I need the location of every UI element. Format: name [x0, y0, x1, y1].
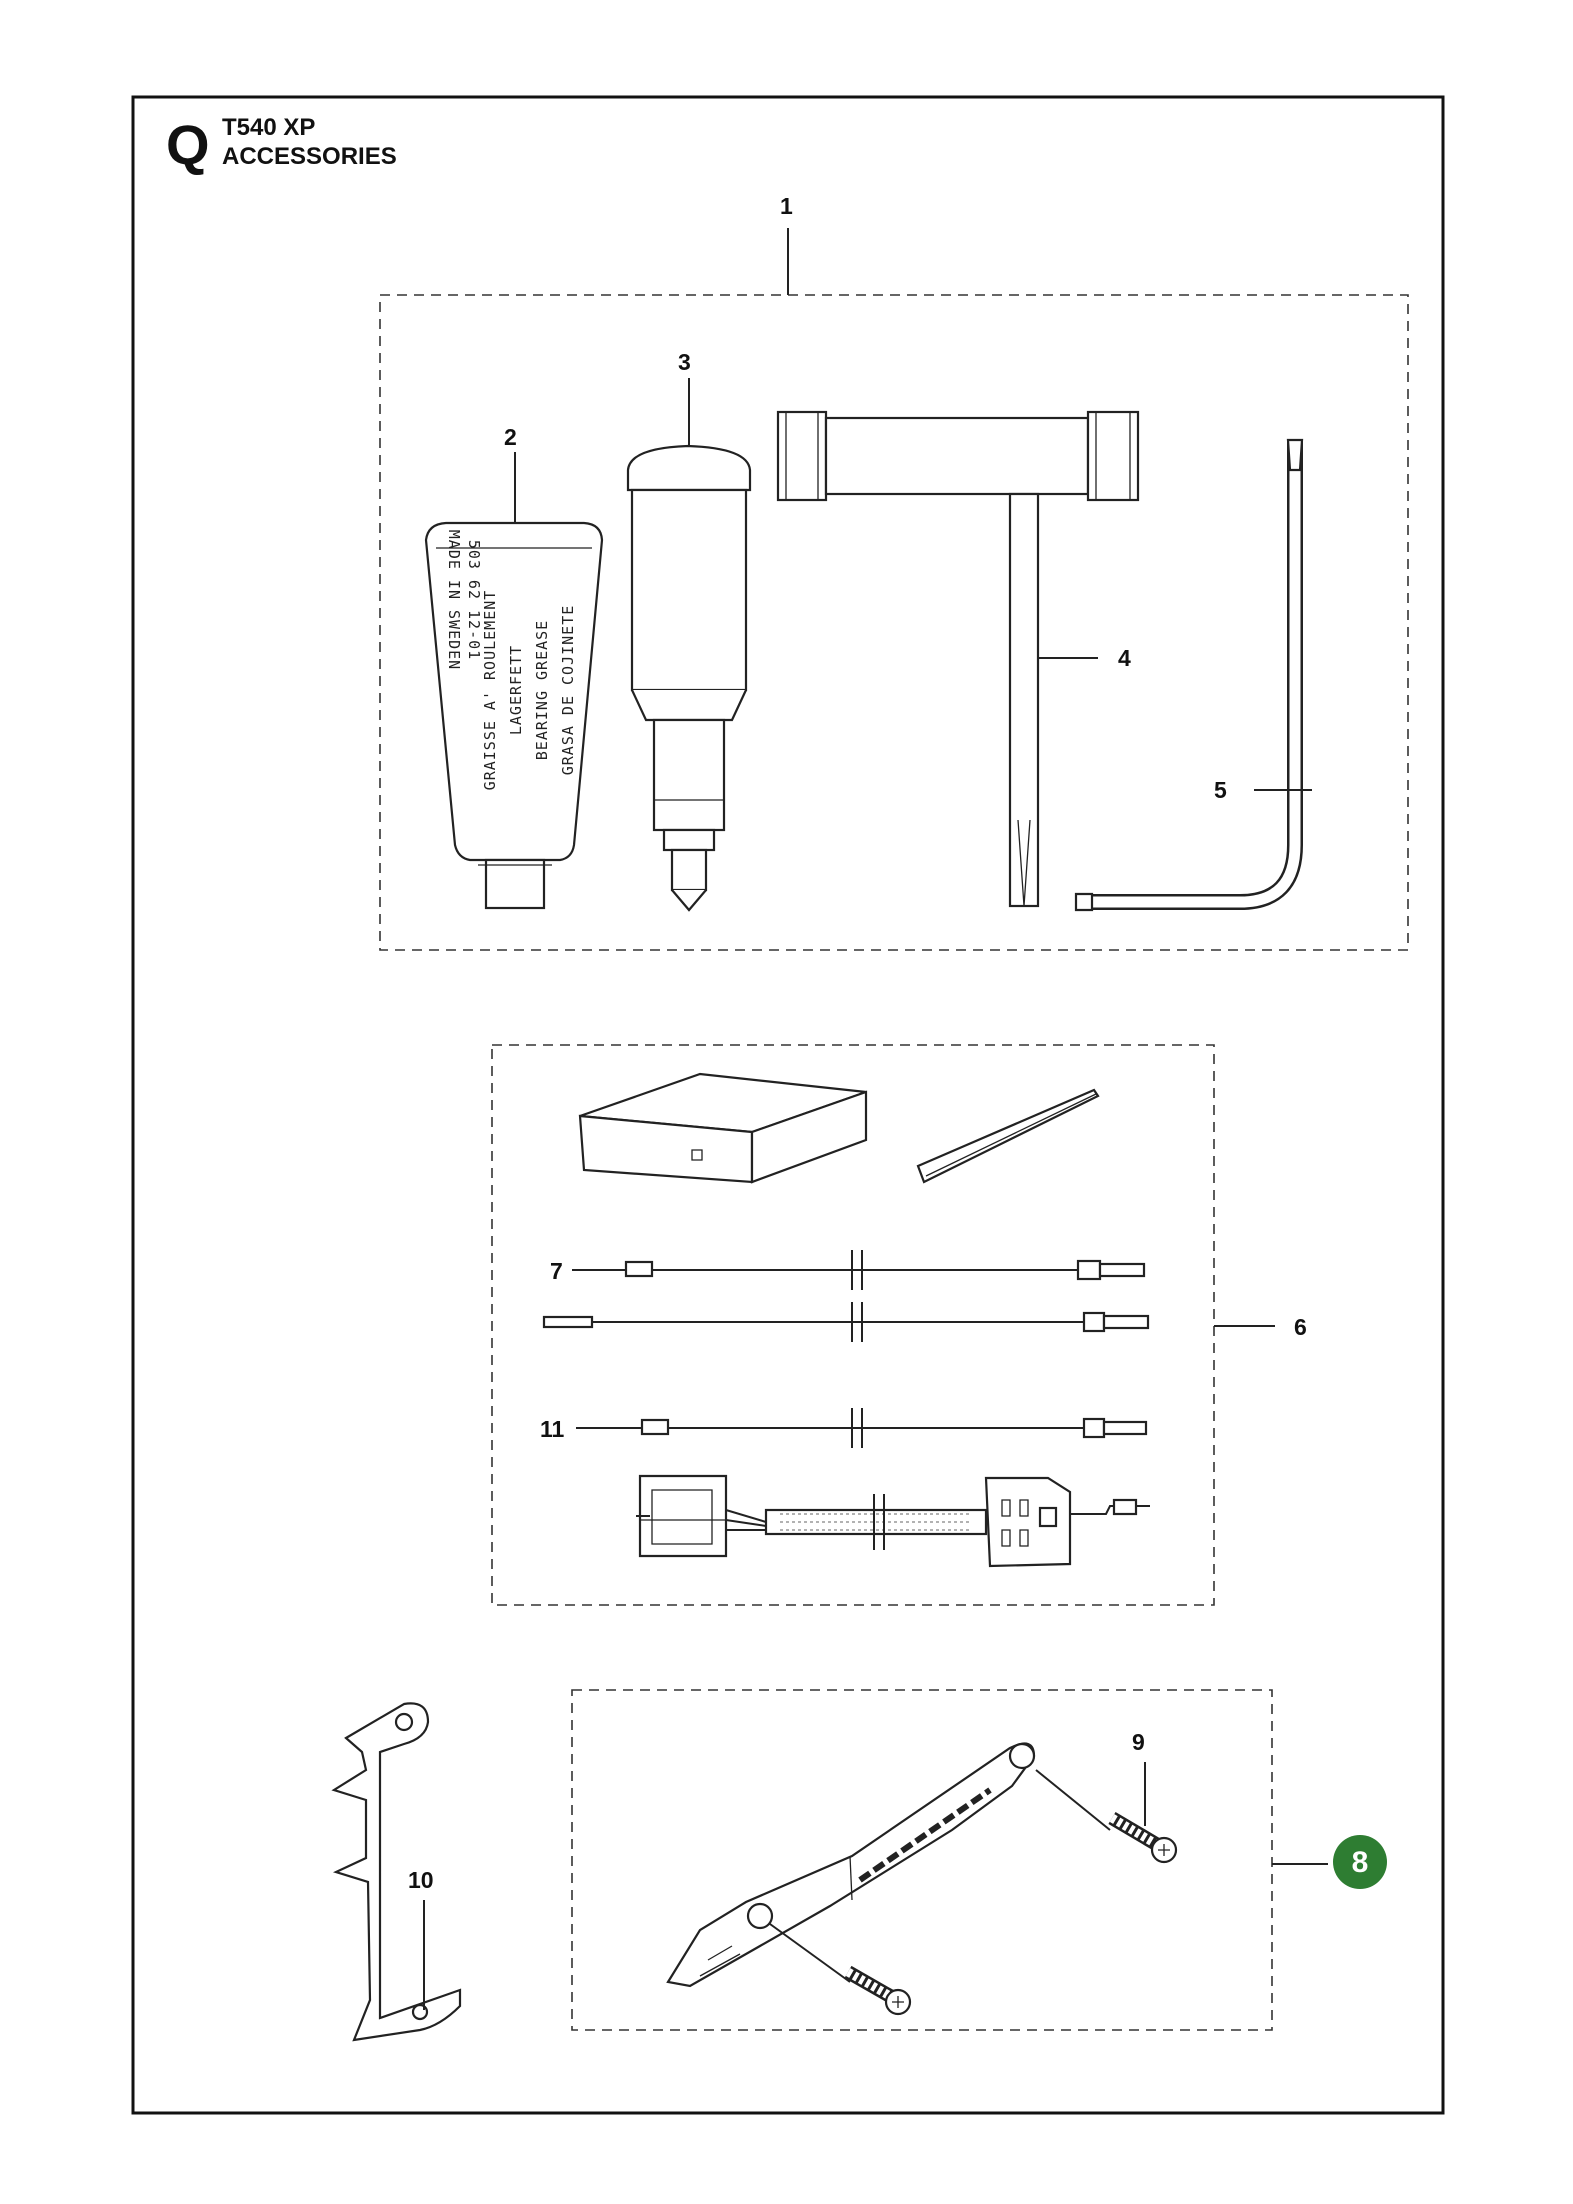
screw-9-lower[interactable] [769, 1923, 912, 2016]
tube-line-es: GRASA DE COJINETE [559, 605, 577, 776]
cable-7[interactable] [572, 1250, 1146, 1290]
section-title: ACCESSORIES [222, 143, 397, 170]
cable-11[interactable] [576, 1408, 1148, 1448]
callout-7[interactable]: 7 [550, 1258, 563, 1284]
callout-5[interactable]: 5 [1214, 777, 1227, 803]
callout-10[interactable]: 10 [408, 1867, 434, 1893]
guard-dashed-box [571, 1689, 1273, 2031]
section-header: Q T540 XP ACCESSORIES [166, 113, 397, 176]
tweezers[interactable] [916, 1088, 1100, 1184]
cable-adapter[interactable] [542, 1302, 1150, 1342]
grease-tube[interactable]: MADE IN SWEDEN 503 62 12-01 GRAISSE A' R… [424, 452, 604, 910]
torx-key[interactable] [1074, 438, 1312, 912]
group-diagnostic-kit: 6 7 [491, 1044, 1307, 1606]
highlight-badge [1333, 1835, 1387, 1889]
callout-6[interactable]: 6 [1294, 1314, 1307, 1340]
tube-line-en: BEARING GREASE [533, 620, 551, 760]
diagnostic-interface-box[interactable] [578, 1072, 868, 1184]
callout-4[interactable]: 4 [1118, 645, 1131, 671]
page-frame [131, 95, 1445, 2115]
callout-11[interactable]: 11 [540, 1416, 565, 1442]
tube-line-fr: GRAISSE A' ROULEMENT [481, 590, 499, 791]
combination-spanner[interactable] [776, 410, 1140, 908]
bumper-spike[interactable] [331, 1702, 462, 2042]
callout-2[interactable]: 2 [504, 424, 517, 450]
chain-guard[interactable] [666, 1742, 1036, 1988]
kit-dashed-box [379, 294, 1409, 951]
diagnostic-dashed-box [491, 1044, 1215, 1606]
grease-gun[interactable] [626, 378, 752, 912]
tube-line-sv: LAGERFETT [507, 645, 525, 735]
sensor-harness[interactable] [636, 1474, 1150, 1568]
model-name: T540 XP [222, 114, 315, 141]
screw-9-upper[interactable] [1035, 1769, 1178, 1864]
group-service-kit: 1 MADE IN SWEDEN 503 62 12-01 GRAISSE A'… [379, 193, 1409, 951]
tube-made-in: MADE IN SWEDEN [445, 530, 463, 670]
callout-3[interactable]: 3 [678, 349, 691, 375]
group-chain-guard: 8 9 [571, 1689, 1387, 2031]
callout-9[interactable]: 9 [1132, 1729, 1145, 1755]
section-letter: Q [166, 113, 210, 176]
tube-part-number: 503 62 12-01 [465, 540, 483, 660]
callout-1[interactable]: 1 [780, 193, 793, 219]
callout-8[interactable]: 8 [1352, 1846, 1369, 1879]
